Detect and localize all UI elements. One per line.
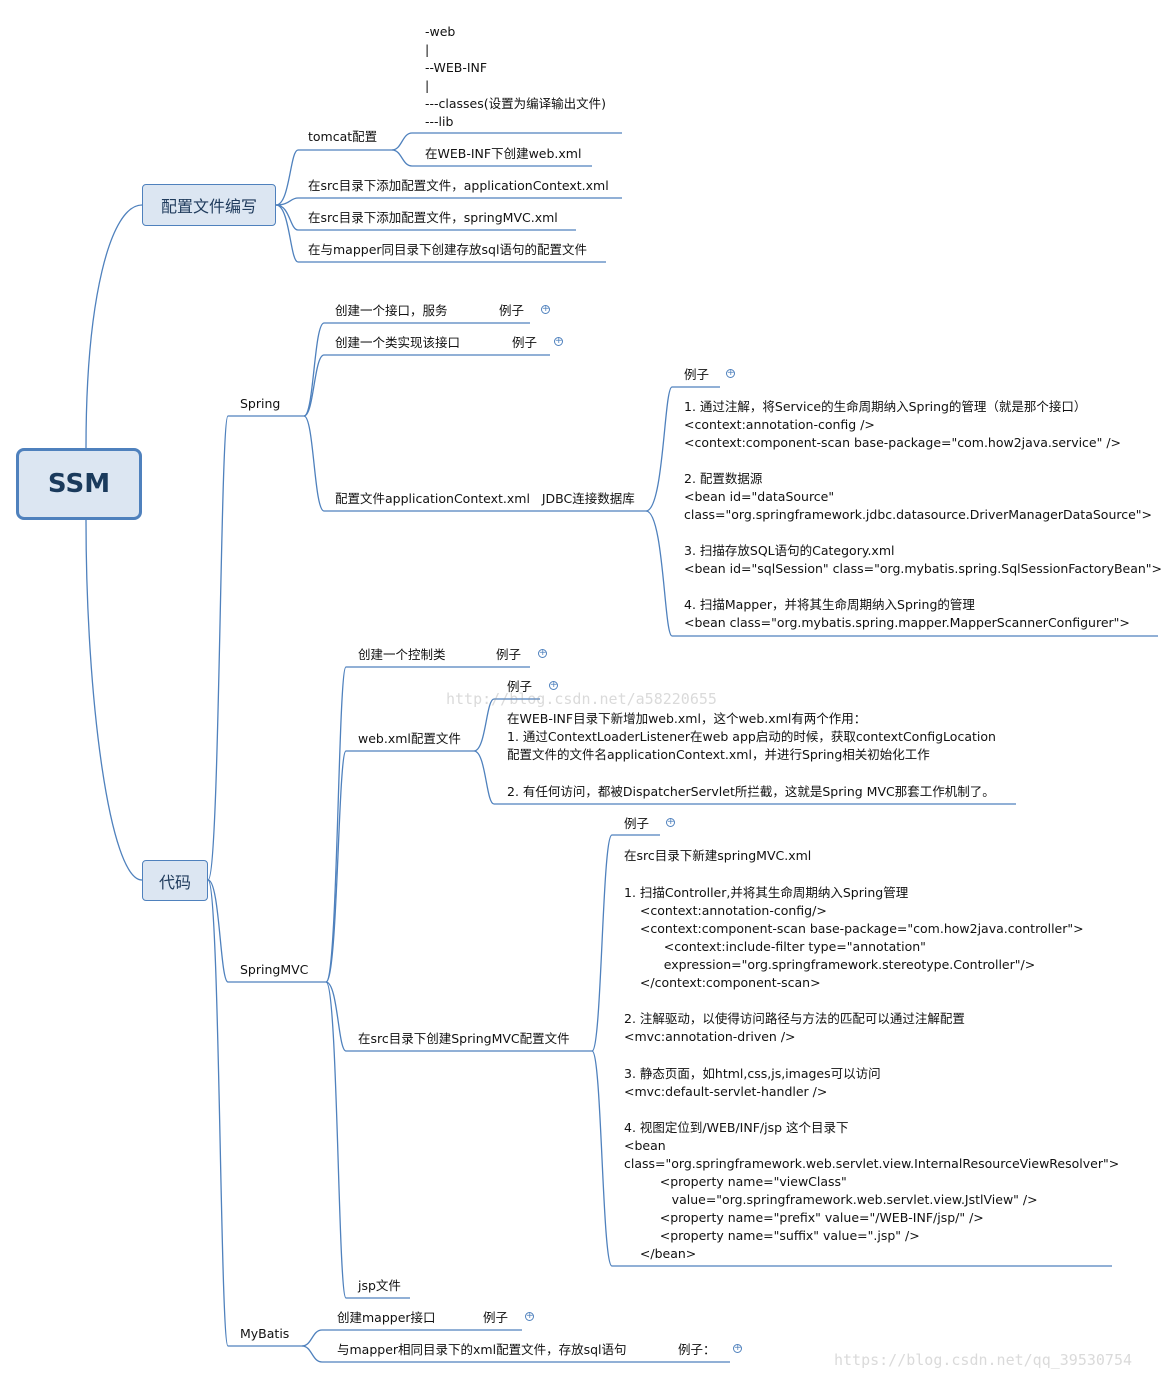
spring-impl-node[interactable]: 创建一个类实现该接口 [335,335,461,350]
tomcat-tree-1: | [425,42,430,57]
springmvc-mvccfg-note-21: <property name="suffix" value=".jsp" /> [624,1228,920,1243]
expand-icon[interactable]: + [538,648,547,658]
springmvc-mvccfg-note-20: <property name="prefix" value="/WEB-INF/… [624,1210,984,1225]
springmvc-mvccfg-note-7: </context:component-scan> [624,975,821,990]
spring-appctx-node[interactable]: 配置文件applicationContext.xml JDBC连接数据库 [335,491,635,506]
spring-appctx-note-1: <context:annotation-config /> [684,417,875,432]
springmvc-mvccfg-note-12: 3. 静态页面，如html,css,js,images可以访问 [624,1066,881,1081]
springmvc-mvccfg-note-3: <context:annotation-config/> [624,903,827,918]
expand-icon[interactable]: + [726,368,735,378]
tomcat-webxml-node[interactable]: 在WEB-INF下创建web.xml [425,146,582,161]
tomcat-node[interactable]: tomcat配置 [308,129,378,144]
root-node[interactable]: SSM [16,448,142,520]
root-label: SSM [47,469,111,499]
code-node[interactable]: 代码 [142,860,208,901]
spring-iface-example[interactable]: 例子 [499,303,525,318]
expand-icon[interactable]: + [666,817,675,827]
springmvc-mvccfg-note-2: 1. 扫描Controller,并将其生命周期纳入Spring管理 [624,885,909,900]
expand-icon[interactable]: + [733,1343,742,1353]
config-mapper-node[interactable]: 在与mapper同目录下创建存放sql语句的配置文件 [308,242,587,257]
springmvc-controller-node[interactable]: 创建一个控制类 [358,647,446,662]
springmvc-mvccfg-note-18: <property name="viewClass" [624,1174,847,1189]
mybatis-mapper-node[interactable]: 创建mapper接口 [337,1310,436,1325]
spring-appctx-note-9: <bean id="sqlSession" class="org.mybatis… [684,561,1163,576]
spring-appctx-note-5: <bean id="dataSource" [684,489,835,504]
spring-appctx-note-6: class="org.springframework.jdbc.datasour… [684,507,1153,522]
springmvc-mvccfg-note-4: <context:component-scan base-package="co… [624,921,1084,936]
config-appctx-node[interactable]: 在src目录下添加配置文件，applicationContext.xml [308,178,609,193]
spring-appctx-note-8: 3. 扫描存放SQL语句的Category.xml [684,543,895,558]
mybatis-mapper-example[interactable]: 例子 [483,1310,509,1325]
springmvc-mvccfg-note-17: class="org.springframework.web.servlet.v… [624,1156,1120,1171]
springmvc-mvccfg-node[interactable]: 在src目录下创建SpringMVC配置文件 [358,1031,570,1046]
springmvc-webxml-note-0: 在WEB-INF目录下新增加web.xml，这个web.xml有两个作用： [507,711,867,726]
tomcat-tree-0: -web [425,24,456,39]
springmvc-mvccfg-note-9: 2. 注解驱动，以使得访问路径与方法的匹配可以通过注解配置 [624,1011,965,1026]
springmvc-mvccfg-example[interactable]: 例子 [624,816,650,831]
expand-icon[interactable]: + [525,1311,534,1321]
watermark: http://blog.csdn.net/a58220655 [446,690,717,708]
expand-icon[interactable]: + [554,336,563,346]
mybatis-xml-example[interactable]: 例子： [678,1342,716,1357]
springmvc-node[interactable]: SpringMVC [240,962,309,977]
spring-iface-node[interactable]: 创建一个接口，服务 [335,303,448,318]
springmvc-mvccfg-note-13: <mvc:default-servlet-handler /> [624,1084,828,1099]
springmvc-webxml-example[interactable]: 例子 [507,679,533,694]
springmvc-webxml-note-1: 1. 通过ContextLoaderListener在web app启动的时候，… [507,729,996,744]
springmvc-webxml-node[interactable]: web.xml配置文件 [358,731,461,746]
spring-appctx-note-12: <bean class="org.mybatis.spring.mapper.M… [684,615,1130,630]
spring-appctx-note-11: 4. 扫描Mapper，并将其生命周期纳入Spring的管理 [684,597,975,612]
expand-icon[interactable]: + [541,304,550,314]
springmvc-mvccfg-note-6: expression="org.springframework.stereoty… [624,957,1036,972]
code-label: 代码 [158,872,191,892]
springmvc-mvccfg-note-16: <bean [624,1138,666,1153]
springmvc-controller-example[interactable]: 例子 [496,647,522,662]
config-springmvc-node[interactable]: 在src目录下添加配置文件，springMVC.xml [308,210,558,225]
tomcat-tree-3: | [425,78,430,93]
springmvc-jsp-node[interactable]: jsp文件 [358,1278,401,1293]
springmvc-mvccfg-note-15: 4. 视图定位到/WEB/INF/jsp 这个目录下 [624,1120,849,1135]
watermark: https://blog.csdn.net/qq_39530754 [834,1351,1133,1369]
mybatis-xml-node[interactable]: 与mapper相同目录下的xml配置文件，存放sql语句 [337,1342,627,1357]
spring-appctx-note-2: <context:component-scan base-package="co… [684,435,1122,450]
springmvc-mvccfg-note-22: </bean> [624,1246,697,1261]
mybatis-node[interactable]: MyBatis [240,1326,290,1341]
springmvc-mvccfg-note-10: <mvc:annotation-driven /> [624,1029,796,1044]
spring-appctx-note-4: 2. 配置数据源 [684,471,763,486]
spring-impl-example[interactable]: 例子 [512,335,538,350]
spring-node[interactable]: Spring [240,396,281,411]
tomcat-tree-2: --WEB-INF [425,60,488,75]
spring-appctx-example[interactable]: 例子 [684,367,710,382]
springmvc-mvccfg-note-5: <context:include-filter type="annotation… [624,939,926,954]
springmvc-mvccfg-note-19: value="org.springframework.web.servlet.v… [624,1192,1038,1207]
spring-appctx-note-0: 1. 通过注解，将Service的生命周期纳入Spring的管理（就是那个接口） [684,399,1087,414]
springmvc-webxml-note-2: 配置文件的文件名applicationContext.xml，并进行Spring… [507,747,930,762]
tomcat-tree-4: ---classes(设置为编译输出文件) [425,96,607,111]
springmvc-mvccfg-note-0: 在src目录下新建springMVC.xml [624,848,812,863]
expand-icon[interactable]: + [549,680,558,690]
config-node[interactable]: 配置文件编写 [142,184,276,226]
tomcat-tree-5: ---lib [425,114,454,129]
springmvc-webxml-note-4: 2. 有任何访问，都被DispatcherServlet所拦截，这就是Sprin… [507,784,995,799]
config-label: 配置文件编写 [160,197,257,216]
